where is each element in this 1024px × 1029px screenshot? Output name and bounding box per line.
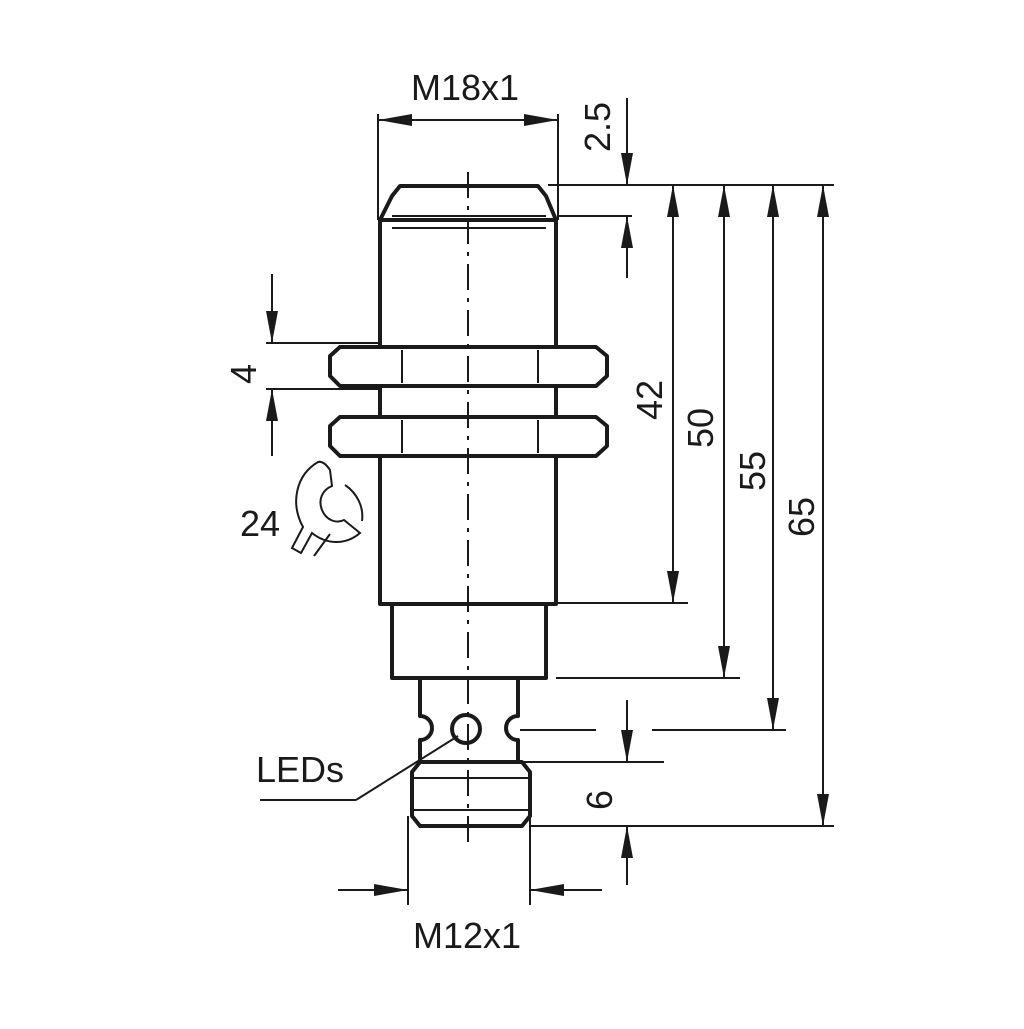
dim-50: 50 <box>556 185 740 679</box>
dim-2-5: 2.5 <box>548 98 633 278</box>
dim-55: 55 <box>520 185 786 731</box>
dim-42: 42 <box>556 185 688 604</box>
leds-callout: LEDs <box>256 735 459 801</box>
wrench-icon <box>290 460 362 555</box>
label-50: 50 <box>680 408 721 448</box>
label-m12x1: M12x1 <box>413 915 521 956</box>
label-m18x1: M18x1 <box>411 67 519 108</box>
label-6: 6 <box>579 790 620 810</box>
sensor-body <box>328 172 609 850</box>
label-2-5: 2.5 <box>577 102 618 152</box>
m12-connector <box>410 760 532 828</box>
sensing-face <box>378 184 558 222</box>
wrench-symbol: 24 <box>240 460 364 557</box>
label-wrench-24: 24 <box>240 503 280 544</box>
label-55: 55 <box>732 451 773 491</box>
dim-6: 6 <box>522 700 664 885</box>
label-65: 65 <box>781 497 822 537</box>
dim-4: 4 <box>223 274 380 456</box>
label-42: 42 <box>629 380 670 420</box>
label-leds: LEDs <box>256 749 344 790</box>
led-indicator <box>450 713 482 745</box>
label-4: 4 <box>223 364 264 384</box>
dim-65: 65 <box>530 185 834 827</box>
dim-m18-thread: M18x1 <box>377 67 559 220</box>
dim-m12-thread: M12x1 <box>338 816 602 956</box>
